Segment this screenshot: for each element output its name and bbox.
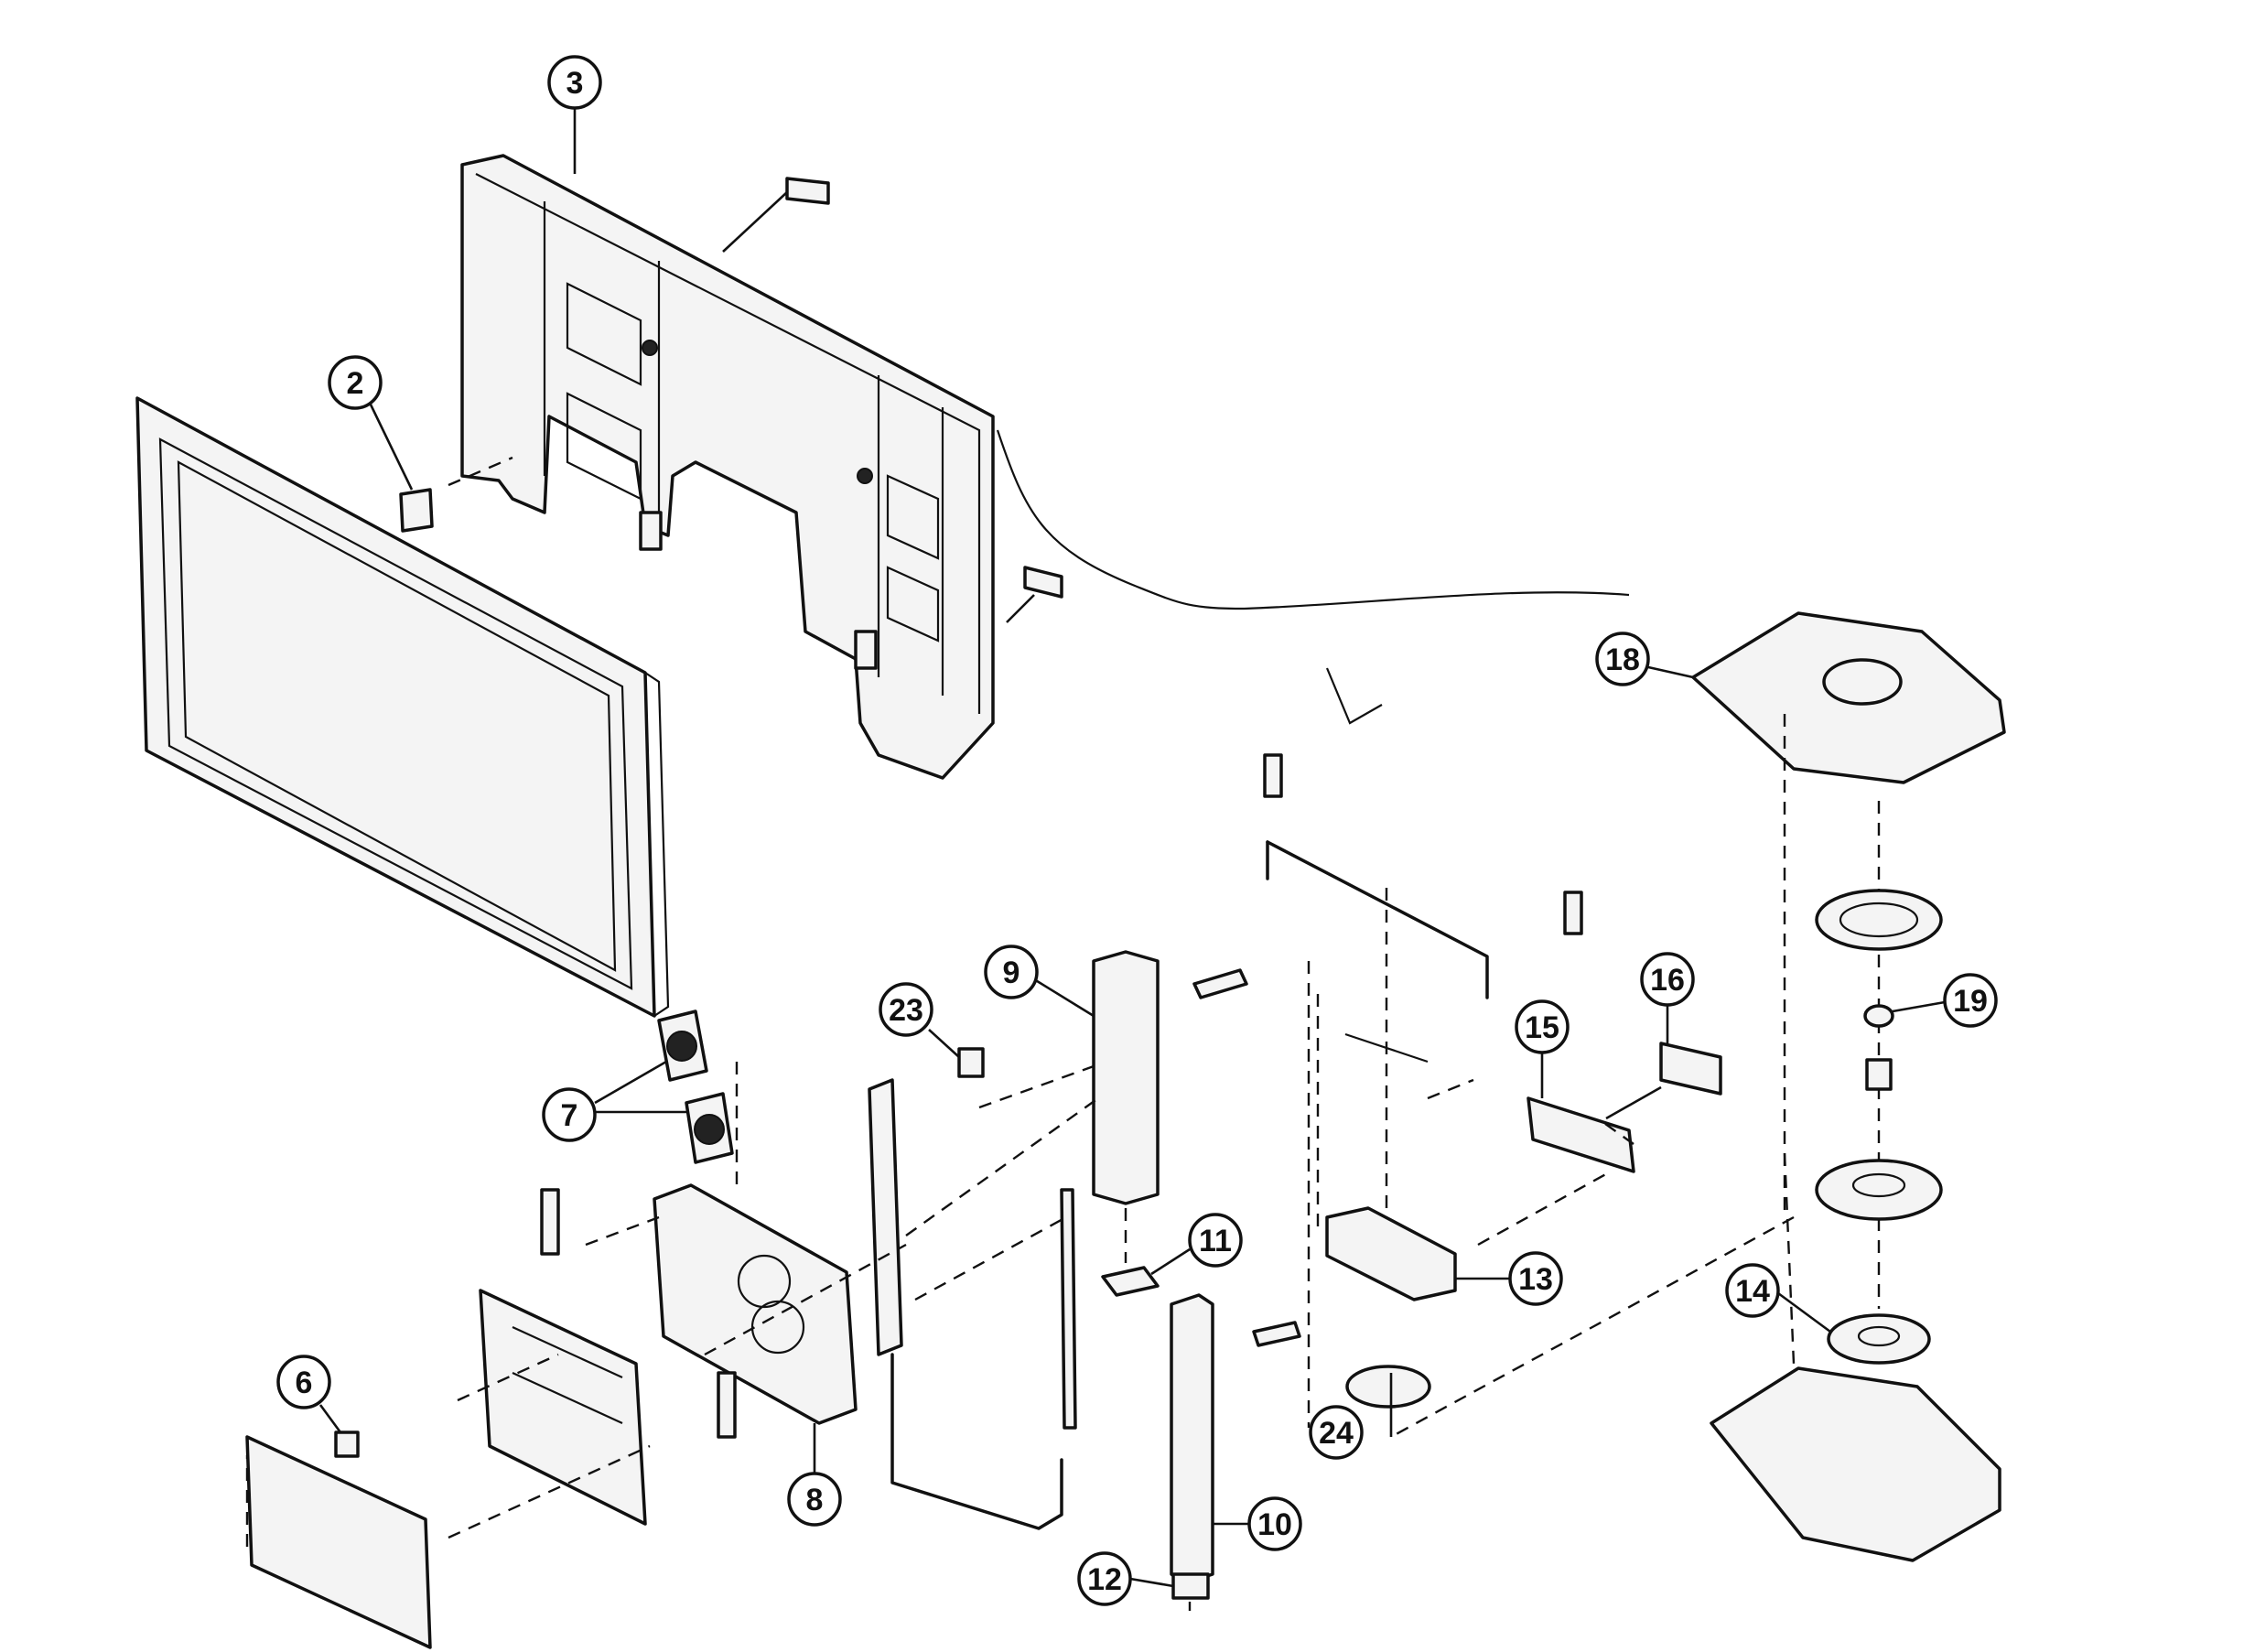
panel-clip	[399, 488, 434, 533]
circuit-board	[479, 1289, 647, 1526]
callout-15: 15	[1515, 999, 1570, 1098]
callout-23: 23	[879, 982, 960, 1058]
callout-label: 16	[1650, 963, 1685, 998]
part-11	[1101, 1266, 1160, 1297]
callout-12: 12	[1077, 1551, 1174, 1606]
connection-cable	[996, 429, 1630, 610]
stand-base	[1710, 1313, 2001, 1562]
callout-label: 23	[889, 993, 923, 1028]
callout-13: 13	[1455, 1251, 1563, 1306]
callout-2: 2	[328, 355, 414, 491]
stand-bracket-frame	[1263, 667, 1583, 1428]
part-12	[1171, 1572, 1210, 1600]
callout-label: 24	[1319, 1416, 1354, 1451]
callout-label: 9	[1003, 956, 1020, 990]
callout-16: 16	[1640, 952, 1695, 1043]
callout-label: 2	[347, 366, 364, 401]
callout-label: 14	[1735, 1274, 1770, 1309]
cap-24	[1345, 1365, 1431, 1409]
callout-label: 12	[1087, 1562, 1122, 1597]
small-part-23	[957, 1047, 985, 1078]
callout-label: 7	[561, 1098, 578, 1133]
callout-18: 18	[1595, 632, 1650, 686]
callout-label: 10	[1257, 1507, 1292, 1542]
callout-14: 14	[1725, 1263, 1780, 1318]
callout-11: 11	[1150, 1213, 1243, 1276]
vertical-rod	[1060, 1188, 1077, 1430]
callout-10: 10	[1213, 1496, 1302, 1551]
stand-swivel-ring	[1815, 889, 1943, 951]
bracket-15	[1527, 1096, 1635, 1173]
callout-label: 15	[1525, 1010, 1559, 1045]
callout-label: 8	[806, 1483, 824, 1517]
speaker-box	[653, 1183, 858, 1425]
display-panel	[135, 396, 670, 1018]
callout-label: 13	[1518, 1262, 1553, 1297]
speaker-units	[657, 1010, 734, 1164]
left-bracket	[868, 1078, 903, 1356]
label-tag-top	[785, 177, 830, 205]
assembly-lines	[245, 456, 1796, 1611]
callout-3: 3	[547, 55, 602, 174]
stand-column-9	[1092, 950, 1248, 1205]
callout-label: 11	[1199, 1224, 1232, 1258]
callout-label: 3	[566, 66, 584, 101]
callout-label: 18	[1605, 642, 1640, 677]
rear-cabinet-frame	[460, 154, 995, 780]
stand-top-cover	[1691, 611, 2006, 784]
callout-24: 24	[1309, 1405, 1364, 1460]
stand-pivot-parts	[1815, 1004, 1943, 1221]
foot-block	[1325, 1206, 1457, 1301]
bracket-16	[1659, 1042, 1722, 1096]
callout-7: 7	[542, 1060, 688, 1142]
callout-19: 19	[1892, 973, 1998, 1028]
callout-8: 8	[787, 1423, 842, 1527]
stand-column-10	[1170, 1293, 1301, 1585]
callout-9: 9	[984, 945, 1095, 1018]
label-tag-right	[1023, 566, 1063, 599]
back-plate	[245, 1431, 432, 1649]
callout-6: 6	[276, 1355, 342, 1433]
callout-label: 19	[1953, 984, 1988, 1019]
callout-label: 6	[296, 1366, 313, 1400]
